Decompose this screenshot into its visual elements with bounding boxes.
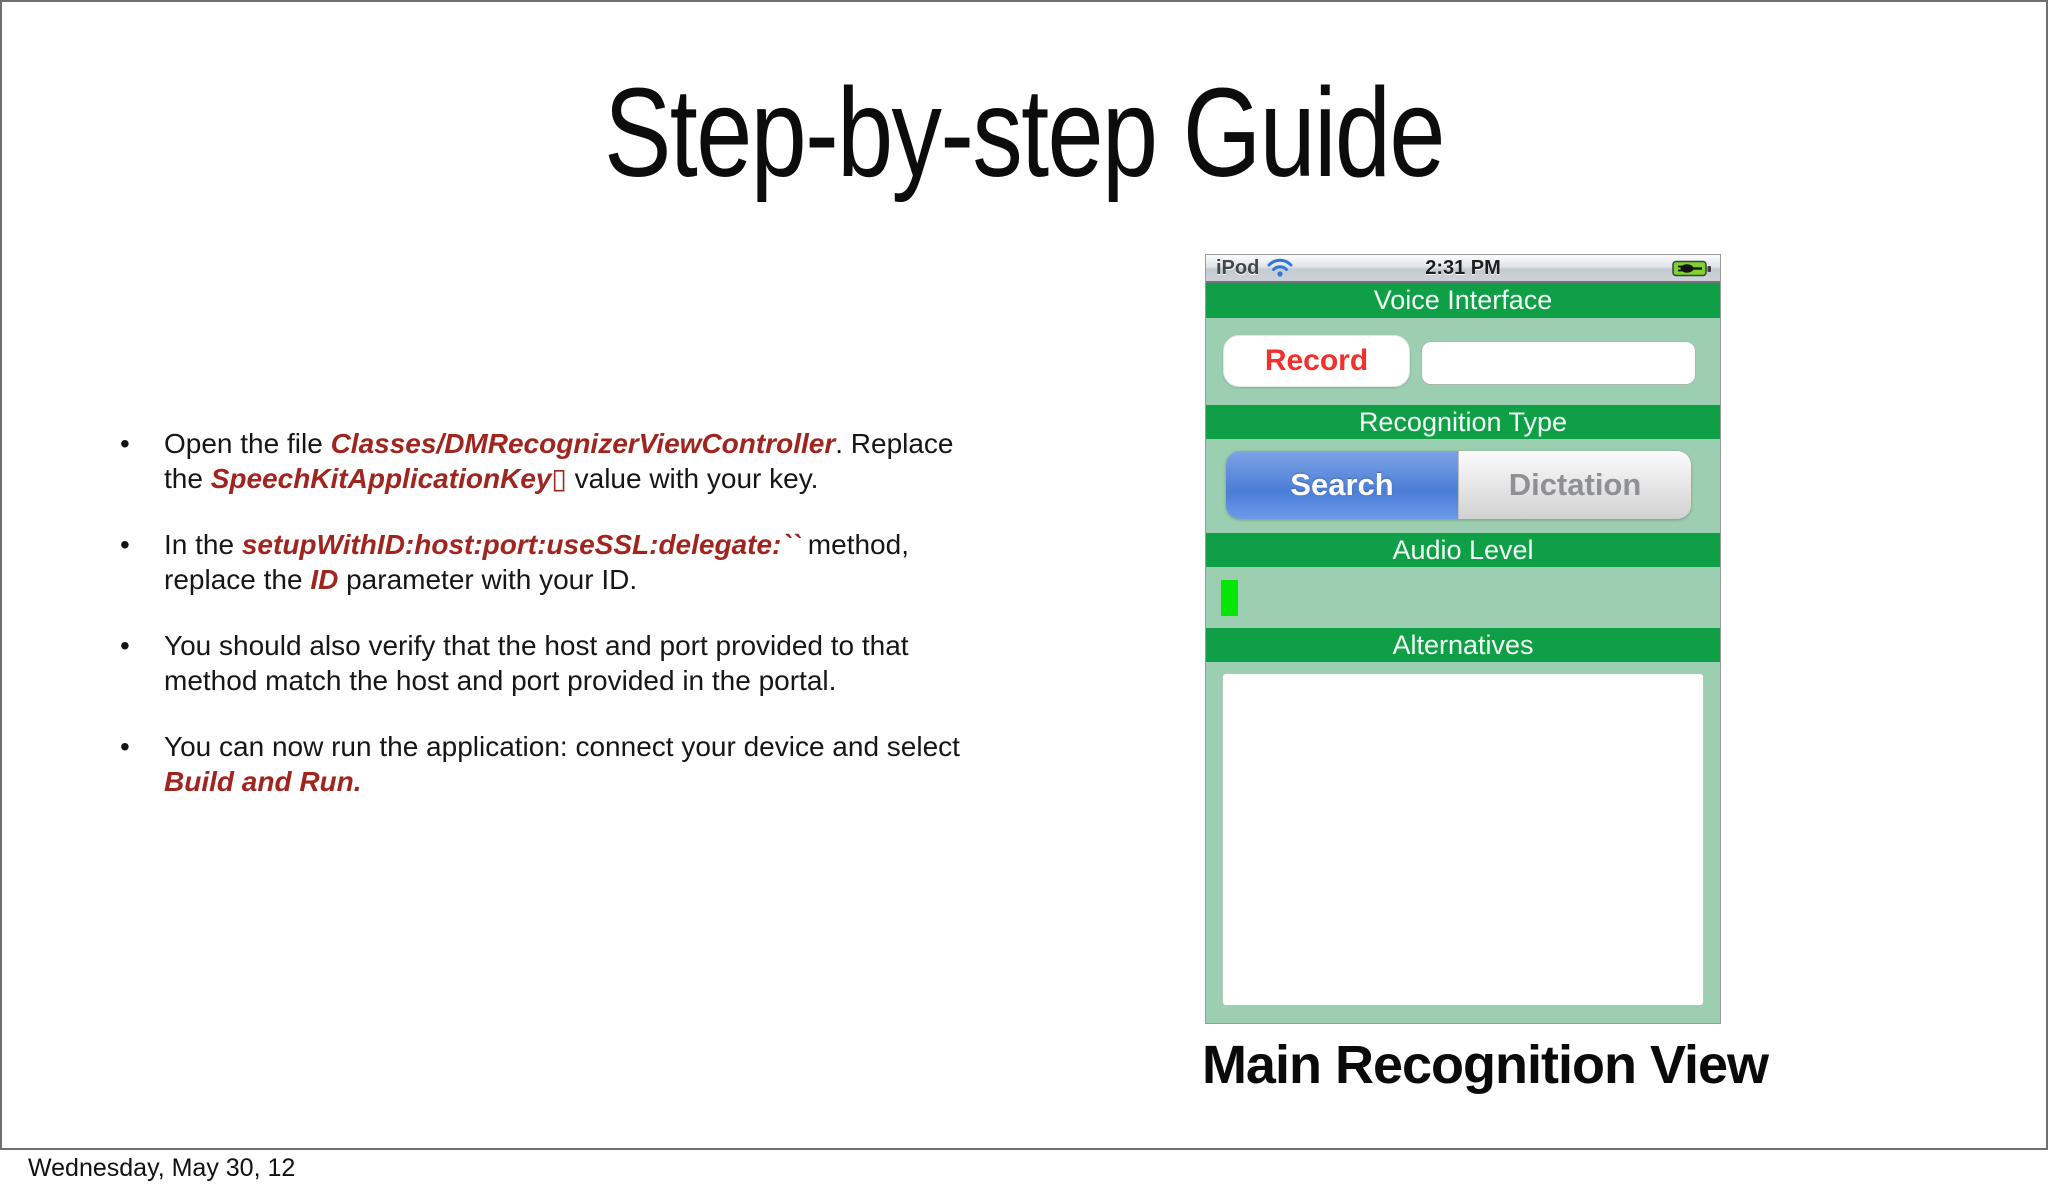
bullet-text: replace the [164, 564, 311, 595]
bullet-text: value with your key. [566, 463, 819, 494]
bullet-text: Open the file [164, 428, 331, 459]
status-time: 2:31 PM [1425, 256, 1501, 279]
audio-level-meter [1221, 580, 1238, 616]
section-header-audio-level: Audio Level [1206, 533, 1720, 567]
wifi-icon [1267, 258, 1293, 278]
carrier-label: iPod [1216, 256, 1260, 279]
bullet-text: You can now run the application: connect… [164, 731, 960, 762]
bullet-text: You should also verify that the host and… [164, 630, 909, 661]
slide-title: Step-by-step Guide [604, 62, 1445, 203]
footer-date: Wednesday, May 30, 12 [28, 1154, 296, 1182]
record-button[interactable]: Record [1223, 335, 1410, 387]
code-text: ID [310, 564, 339, 595]
battery-charging-icon [1672, 260, 1712, 283]
bullet-item-4: • You can now run the application: conne… [120, 729, 1040, 799]
bullet-item-2: • In the setupWithID:host:port:useSSL:de… [120, 527, 1040, 597]
nav-bar-title: Voice Interface [1206, 283, 1720, 318]
bullet-text: In the [164, 529, 242, 560]
code-text: Classes/DMRecognizerViewController [330, 428, 836, 459]
segment-search[interactable]: Search [1226, 451, 1458, 519]
bullet-text: parameter with your ID. [338, 564, 638, 595]
bullet-list: • Open the file Classes/DMRecognizerView… [120, 426, 1040, 830]
bullet-item-3: • You should also verify that the host a… [120, 628, 1040, 698]
bullet-text: method match the host and port provided … [164, 665, 837, 696]
section-header-alternatives: Alternatives [1206, 628, 1720, 662]
bullet-icon: • [120, 529, 130, 560]
status-bar: iPod 2:31 PM [1206, 255, 1720, 283]
alternatives-list-box [1222, 673, 1704, 1006]
result-text-field[interactable] [1421, 341, 1696, 385]
bullet-text: the [164, 463, 211, 494]
code-text: setupWithID:host:port:useSSL:delegate:`` [241, 529, 801, 560]
bullet-text: method, [800, 529, 909, 560]
bullet-icon: • [120, 428, 130, 459]
segment-dictation[interactable]: Dictation [1458, 451, 1691, 519]
phone-screenshot: iPod 2:31 PM Voice In [1205, 254, 1721, 1024]
bullet-item-1: • Open the file Classes/DMRecognizerView… [120, 426, 1040, 496]
bullet-icon: • [120, 731, 130, 762]
code-text: Build and Run. [164, 766, 362, 797]
bullet-icon: • [120, 630, 130, 661]
slide: Step-by-step Guide • Open the file Class… [0, 0, 2048, 1150]
screenshot-caption: Main Recognition View [1201, 1035, 1769, 1095]
code-text: SpeechKitApplicationKey▯ [210, 463, 567, 494]
section-header-recognition-type: Recognition Type [1206, 405, 1720, 439]
bullet-text: . Replace [835, 428, 954, 459]
recognition-type-segmented-control: Search Dictation [1226, 451, 1691, 519]
